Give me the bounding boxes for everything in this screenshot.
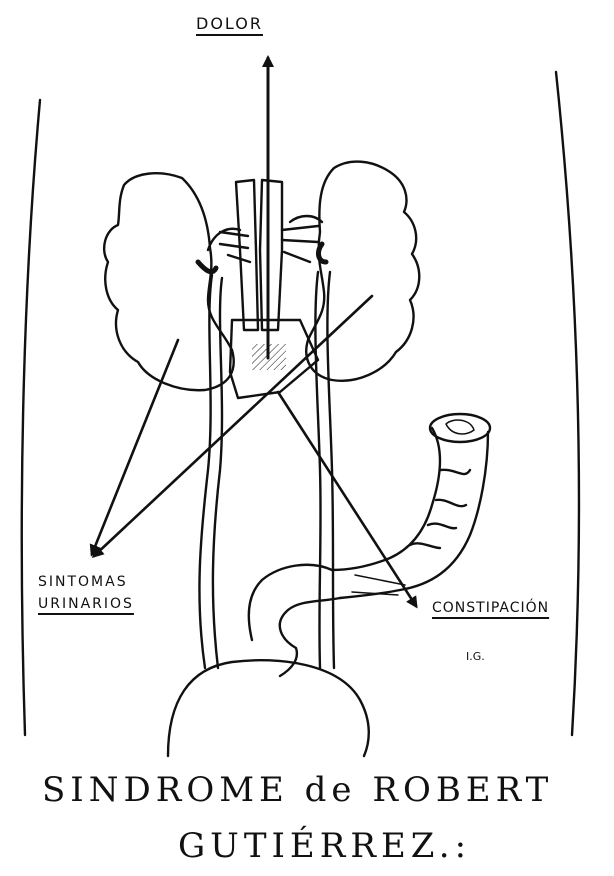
right-ureter — [315, 272, 334, 668]
arrow-sintomas-from-left — [92, 340, 178, 554]
right-kidney-hilum — [319, 244, 326, 262]
torso-left-outline — [22, 100, 40, 735]
bladder — [168, 660, 369, 756]
left-kidney-hilum — [198, 262, 216, 272]
label-sintomas: SINTOMAS — [38, 574, 128, 590]
arrow-constipacion — [278, 392, 416, 606]
colon-opening — [430, 414, 490, 442]
vena-cava — [260, 180, 282, 330]
title-line1: SINDROME de ROBERT — [42, 770, 553, 810]
adrenal-right — [290, 216, 322, 222]
torso-right-outline — [556, 72, 579, 735]
left-kidney — [104, 173, 234, 390]
title-line2: GUTIÉRREZ.: — [178, 826, 471, 866]
aorta — [236, 180, 258, 330]
colon-haustra — [410, 470, 470, 548]
renal-vessels-left — [220, 232, 250, 262]
label-urinarios: URINARIOS — [38, 596, 134, 612]
initials: I.G. — [466, 650, 485, 663]
label-constipacion: CONSTIPACIÓN — [432, 600, 549, 616]
left-ureter — [199, 275, 222, 668]
label-dolor: DOLOR — [196, 14, 263, 33]
renal-vessels-right — [282, 226, 318, 262]
right-kidney — [306, 162, 419, 381]
